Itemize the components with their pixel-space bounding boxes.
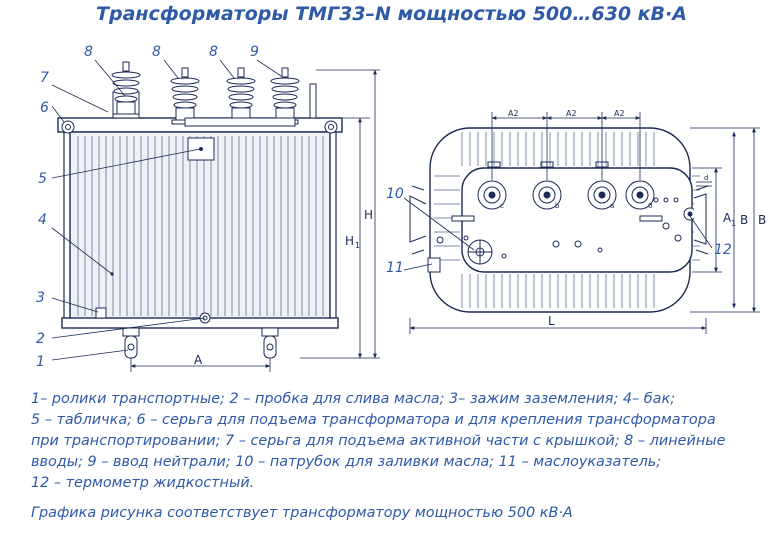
callout-2: 2 (36, 331, 45, 347)
line-bushing-3 (226, 67, 256, 125)
dim-a2-3-label: A2 (614, 109, 625, 118)
dim-a-label: A (194, 353, 203, 367)
callout-8-left: 8 (84, 44, 93, 60)
callout-1: 1 (36, 354, 45, 370)
neutral-bushing (270, 67, 300, 125)
top-radiator-fins (434, 132, 700, 308)
callout-4: 4 (38, 212, 47, 228)
dim-h1-subscript: 1 (355, 241, 360, 250)
callout-9: 9 (250, 44, 259, 60)
phase-zero-mark: 0 (648, 202, 652, 210)
dim-a1-label: A (723, 211, 732, 225)
legend-line-4: вводы; 9 – ввод нейтрали; 10 – патрубок … (31, 454, 662, 470)
callout-3: 3 (36, 290, 45, 306)
legend-line-5: 12 – термометр жидкостный. (31, 475, 255, 491)
legend-line-3: при транспортировании; 7 – серьга для по… (31, 433, 726, 449)
transport-roller-left (122, 327, 140, 359)
phase-a-mark: a (610, 202, 614, 210)
legend-line-2: 5 – табличка; 6 – серьга для подъема тра… (31, 412, 716, 428)
line-bushing-1 (111, 61, 141, 119)
oil-level-indicator (427, 257, 441, 273)
dim-b-outer-label: B (758, 213, 766, 227)
dim-a2-2-label: A2 (566, 109, 577, 118)
callout-12: 12 (714, 242, 732, 258)
top-bushing-c (477, 180, 507, 210)
front-dimensions (130, 69, 380, 372)
dim-d-label: d (704, 174, 708, 182)
top-bushing-a (587, 180, 617, 210)
page-title: Трансформаторы ТМГ33–N мощностью 500…630… (96, 3, 687, 25)
callout-8-right: 8 (209, 44, 218, 60)
radiator-fins (77, 136, 324, 316)
callout-10: 10 (386, 186, 404, 202)
grounding-terminal (95, 307, 107, 319)
line-bushing-2 (170, 67, 200, 125)
dim-h1-label: H (345, 234, 354, 248)
callout-11: 11 (386, 260, 404, 276)
lifting-lug-right (324, 120, 338, 134)
dim-h-label: H (364, 208, 373, 222)
top-bushing-b (532, 180, 562, 210)
callout-5: 5 (38, 171, 47, 187)
phase-b-mark: b (555, 202, 560, 210)
dim-b-label: B (740, 213, 748, 227)
phase-c-mark: c (500, 202, 504, 210)
front-leaders (51, 59, 285, 361)
callout-6: 6 (40, 100, 49, 116)
figure-note: Графика рисунка соответствует трансформа… (31, 505, 573, 521)
top-dimensions (409, 112, 760, 334)
oil-filler-pipe (309, 83, 317, 119)
top-leaders (403, 197, 713, 271)
callout-8-middle: 8 (152, 44, 161, 60)
bushings (111, 61, 300, 125)
front-view (57, 61, 343, 359)
transport-roller-right (261, 327, 279, 359)
top-bushing-0 (625, 180, 655, 210)
legend: 1– ролики транспортные; 2 – пробка для с… (31, 389, 776, 494)
lifting-lug-left (61, 120, 75, 134)
dim-a1-subscript: 1 (731, 219, 736, 228)
dim-l-label: L (548, 314, 555, 328)
top-view (409, 127, 709, 313)
dim-a2-1-label: A2 (508, 109, 519, 118)
top-oil-filler-pipe (467, 239, 493, 265)
callout-7: 7 (40, 70, 49, 86)
legend-line-1: 1– ролики транспортные; 2 – пробка для с… (31, 391, 676, 407)
